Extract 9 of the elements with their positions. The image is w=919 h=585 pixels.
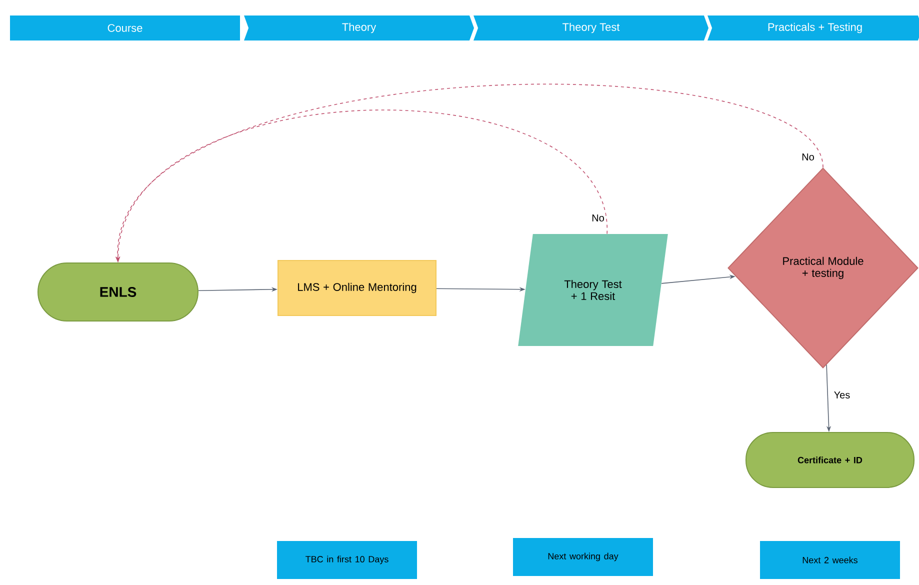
header-band: Practicals + Testing [708, 15, 919, 40]
time-box: Next 2 weeks [760, 540, 900, 579]
edge-label: Yes [832, 390, 852, 400]
header-band: Theory Test [474, 15, 708, 40]
time-box: Next working day [513, 538, 653, 576]
header-band: Course [10, 15, 240, 40]
process-box: LMS + Online Mentoring [278, 260, 436, 316]
header-band: Theory [244, 15, 474, 40]
time-box: TBC in first 10 Days [277, 540, 417, 579]
